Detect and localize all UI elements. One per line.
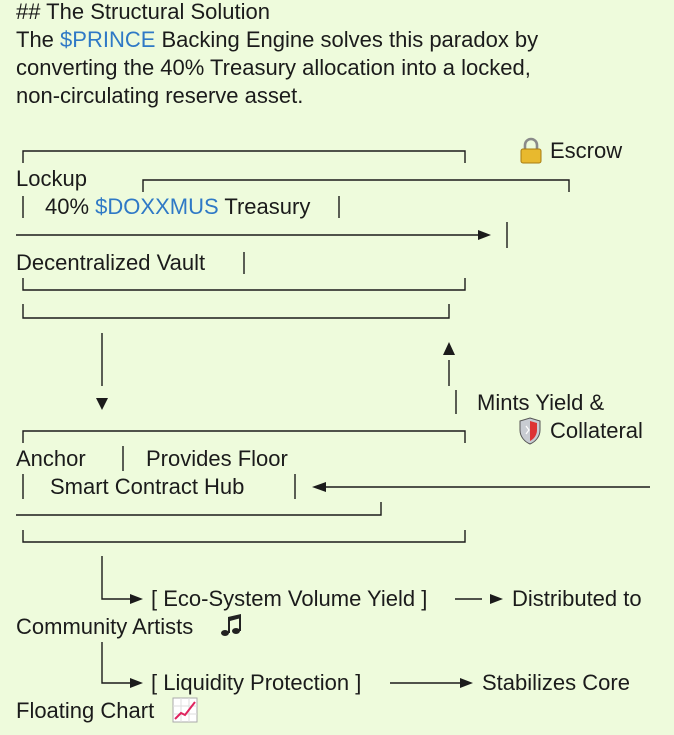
arrowhead-right-1 bbox=[478, 230, 491, 240]
vault-base-bracket bbox=[22, 304, 450, 319]
vault-bottom-bracket bbox=[22, 278, 466, 291]
treasury-line: 40% $DOXXMUS Treasury bbox=[45, 193, 310, 221]
intro-line1-rest: Backing Engine solves this paradox by bbox=[155, 27, 539, 52]
arrowhead-eco-2 bbox=[490, 594, 503, 604]
smart-contract-hub-label: Smart Contract Hub bbox=[50, 474, 245, 499]
hub-bottom-bracket bbox=[22, 530, 466, 543]
shield-icon bbox=[519, 417, 541, 445]
liquidity-protection-label: [ Liquidity Protection ] bbox=[151, 670, 362, 695]
arrowhead-liq-2 bbox=[460, 678, 473, 688]
vault-top-bracket bbox=[22, 150, 466, 163]
arrowhead-up bbox=[443, 342, 455, 355]
community-artists-label: Community Artists bbox=[16, 614, 194, 639]
lock-icon bbox=[520, 137, 542, 164]
chart-increasing-icon bbox=[172, 697, 198, 723]
floating-chart-label: Floating Chart bbox=[16, 698, 155, 723]
intro-line-1: The $PRINCE Backing Engine solves this p… bbox=[16, 26, 538, 54]
eco-system-yield-label: [ Eco-System Volume Yield ] bbox=[151, 586, 428, 611]
arrowhead-left bbox=[312, 482, 326, 492]
hub-top-bracket bbox=[22, 430, 466, 443]
music-notes-icon bbox=[221, 614, 241, 636]
doxxmus-token-link[interactable]: $DOXXMUS bbox=[95, 194, 219, 219]
treasury-prefix: 40% bbox=[45, 194, 96, 219]
intro-line-2: converting the 40% Treasury allocation i… bbox=[16, 55, 531, 80]
intro-prefix: The bbox=[16, 27, 61, 52]
arrowhead-liq-1 bbox=[130, 678, 143, 688]
section-heading: ## The Structural Solution bbox=[16, 0, 270, 24]
escrow-bracket bbox=[142, 179, 570, 192]
provides-floor-label: Provides Floor bbox=[146, 446, 288, 471]
mints-yield-label: Mints Yield & bbox=[477, 390, 605, 415]
liq-branch bbox=[101, 642, 132, 684]
escrow-label: Escrow bbox=[550, 138, 623, 163]
lockup-label: Lockup bbox=[16, 166, 87, 191]
stabilizes-core-label: Stabilizes Core bbox=[482, 670, 630, 695]
treasury-suffix: Treasury bbox=[218, 194, 311, 219]
prince-token-link[interactable]: $PRINCE bbox=[60, 27, 156, 52]
arrowhead-eco-1 bbox=[130, 594, 143, 604]
distributed-to-label: Distributed to bbox=[512, 586, 642, 611]
intro-line-3: non-circulating reserve asset. bbox=[16, 83, 304, 108]
collateral-label: Collateral bbox=[550, 418, 643, 443]
arrowhead-down bbox=[96, 398, 108, 410]
decentralized-vault-label: Decentralized Vault bbox=[16, 250, 206, 275]
hub-mid-bracket bbox=[16, 502, 382, 516]
anchor-label: Anchor bbox=[16, 446, 86, 471]
eco-branch bbox=[101, 556, 132, 600]
